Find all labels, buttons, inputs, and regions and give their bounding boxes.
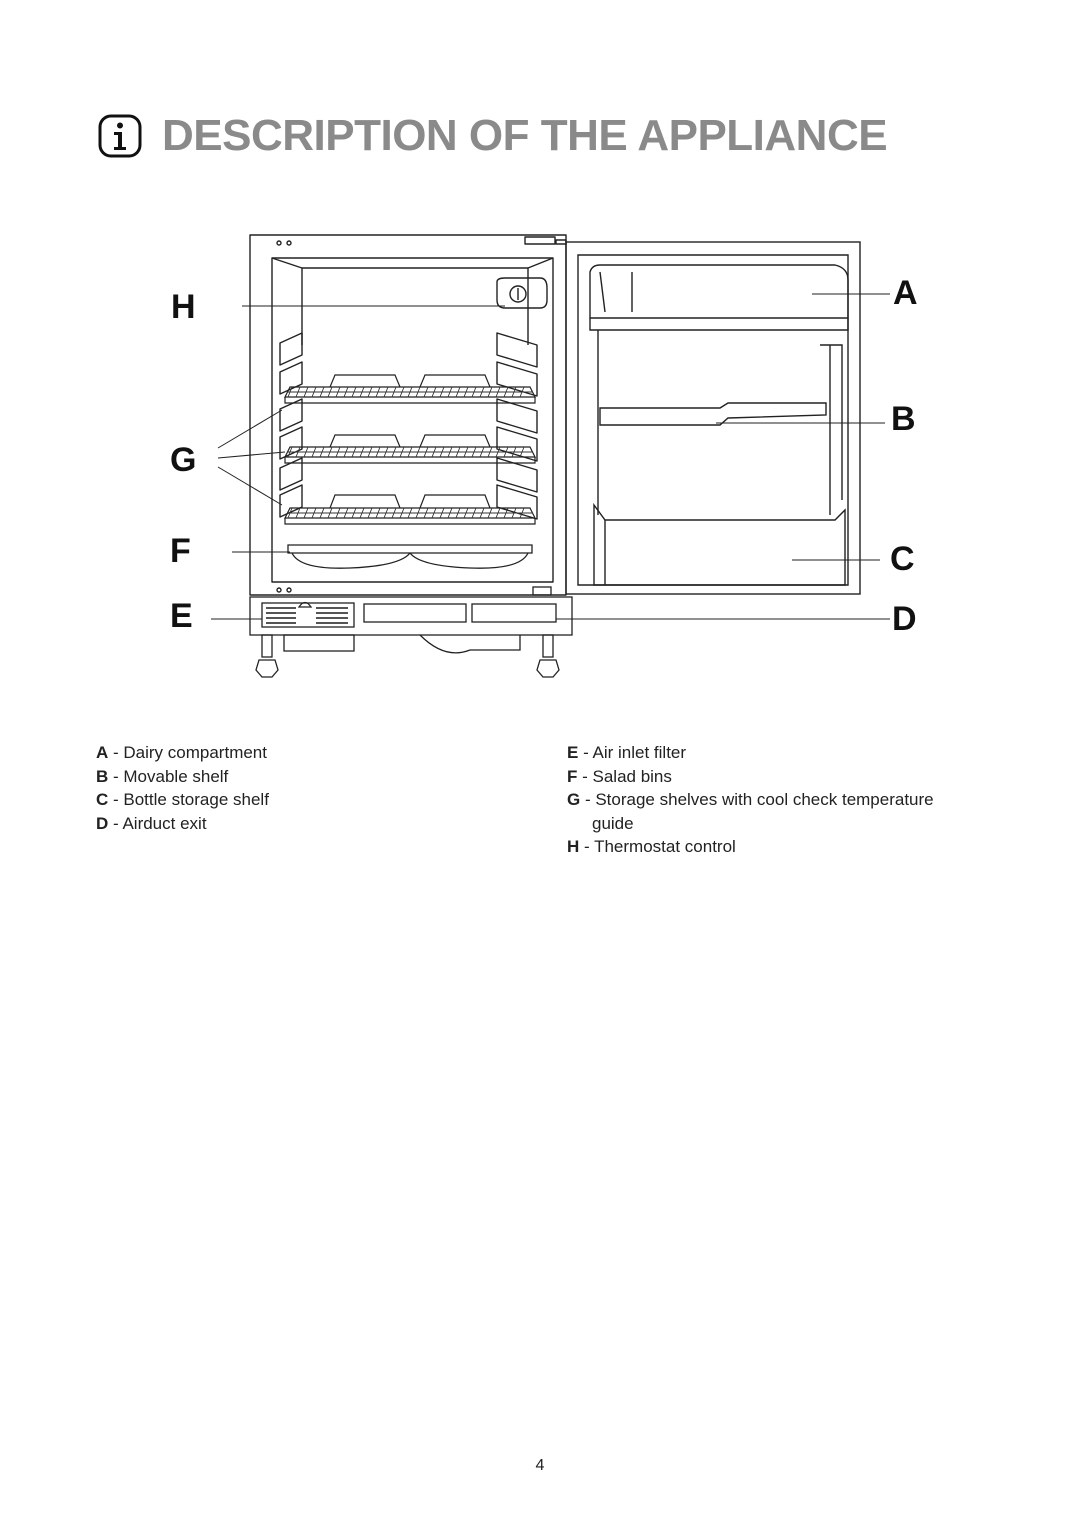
dairy-compartment xyxy=(589,264,849,319)
page-title: DESCRIPTION OF THE APPLIANCE xyxy=(162,111,888,160)
callout-A: A xyxy=(893,274,918,312)
shelf-middle xyxy=(284,434,536,464)
legend-item-D: D - Airduct exit xyxy=(96,813,207,833)
callout-E: E xyxy=(170,597,193,635)
title-bar: DESCRIPTION OF THE APPLIANCE xyxy=(98,106,888,166)
callout-F: F xyxy=(170,532,191,570)
info-icon xyxy=(98,114,142,158)
legend-item-G: G - Storage shelves with cool check temp… xyxy=(567,790,934,810)
leader-lines xyxy=(211,293,890,620)
callout-H: H xyxy=(171,288,196,326)
legend-item-A: A - Dairy compartment xyxy=(96,743,267,762)
callout-B: B xyxy=(891,400,916,438)
thermostat-control xyxy=(496,277,548,309)
shelf-bottom xyxy=(284,494,536,525)
bottle-storage-shelf xyxy=(593,502,846,586)
salad-bins xyxy=(287,544,533,569)
movable-shelf xyxy=(599,402,827,426)
callout-G: G xyxy=(170,441,197,479)
legend-item-E: E - Air inlet filter xyxy=(567,743,687,762)
callout-D: D xyxy=(892,600,917,638)
legend-item-F: F - Salad bins xyxy=(567,766,672,786)
page-number: 4 xyxy=(535,1457,545,1474)
legend-item-G-continuation: guide xyxy=(592,813,634,833)
door xyxy=(565,241,861,595)
legend-item-B: B - Movable shelf xyxy=(96,766,229,786)
fridge-diagram xyxy=(211,234,890,678)
legend-item-C: C - Bottle storage shelf xyxy=(96,790,269,810)
legend-right: E - Air inlet filter F - Salad bins G - … xyxy=(567,741,934,859)
legend-item-H: H - Thermostat control xyxy=(567,837,736,857)
shelf-top xyxy=(284,374,536,404)
legend-left: A - Dairy compartment B - Movable shelf … xyxy=(96,741,269,835)
callout-C: C xyxy=(890,540,915,578)
